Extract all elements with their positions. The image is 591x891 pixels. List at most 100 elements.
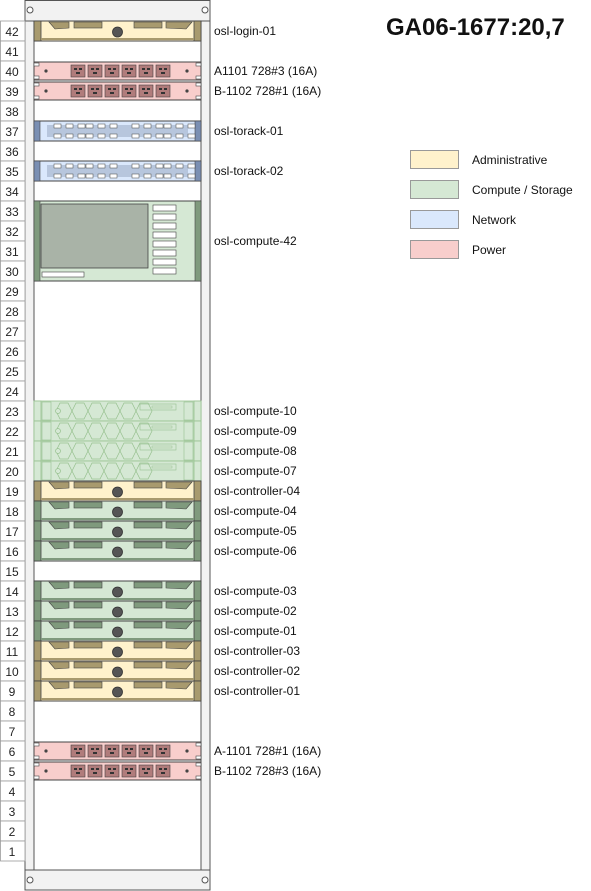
pdu-outlet	[121, 64, 137, 78]
rack-device	[33, 440, 202, 462]
device-ear-right	[193, 500, 202, 522]
power-button	[112, 686, 123, 698]
bezel-segment	[48, 681, 70, 690]
rack-device	[33, 400, 202, 422]
device-ear-left	[33, 640, 42, 662]
bezel-bottom	[41, 498, 194, 500]
bezel-bottom	[41, 638, 194, 640]
outlet-pin	[147, 68, 150, 70]
switch-port	[143, 173, 152, 179]
rack-device	[33, 200, 202, 282]
outlet-pin	[144, 772, 148, 774]
device-ear-right	[193, 520, 202, 542]
bezel-segment	[133, 601, 163, 609]
status-bar	[41, 271, 85, 278]
unit-number: 13	[5, 605, 19, 619]
bezel-segment	[48, 581, 70, 590]
unit-number: 31	[5, 245, 19, 259]
unit-number: 21	[5, 445, 19, 459]
outlet-pin	[164, 768, 167, 770]
outlet-pin	[110, 772, 114, 774]
pdu-outlet	[138, 744, 154, 758]
legend-item-compute: Compute / Storage	[410, 180, 590, 200]
rack-device	[33, 61, 202, 81]
power-button	[112, 526, 123, 538]
outlet-pin	[125, 88, 128, 90]
handle-left	[41, 441, 52, 461]
device-ear-left	[33, 440, 42, 462]
device-label: osl-controller-03	[214, 644, 300, 658]
legend-label-administrative: Administrative	[472, 153, 548, 167]
unit-number: 33	[5, 205, 19, 219]
switch-port	[77, 173, 86, 179]
device-label: osl-compute-10	[214, 404, 297, 418]
unit-number: 35	[5, 165, 19, 179]
bezel-segment	[133, 541, 163, 549]
pdu-led	[44, 69, 48, 73]
switch-port	[109, 123, 118, 129]
unit-number: 28	[5, 305, 19, 319]
switch-port	[131, 133, 140, 139]
outlet-pin	[108, 68, 111, 70]
outlet-pin	[113, 768, 116, 770]
outlet-pin	[127, 772, 131, 774]
switch-port	[65, 173, 74, 179]
unit-number: 41	[5, 45, 19, 59]
bezel-bottom	[41, 598, 194, 600]
bezel-segment	[133, 21, 163, 29]
legend-item-network: Network	[410, 210, 590, 230]
unit-number: 11	[6, 645, 19, 659]
drive-bay	[152, 204, 177, 212]
pdu-led	[185, 769, 189, 773]
unit-number: 17	[5, 525, 19, 539]
rack-device	[33, 540, 202, 562]
bezel-segment	[133, 521, 163, 529]
bezel-bottom	[41, 558, 194, 560]
device-ear-left	[33, 580, 42, 602]
switch-port	[187, 173, 196, 179]
pdu-outlet	[87, 764, 103, 778]
bezel-segment	[73, 661, 103, 669]
outlet-pin	[164, 88, 167, 90]
device-label: osl-compute-09	[214, 424, 297, 438]
pdu-outlet	[70, 764, 86, 778]
bezel-bottom	[41, 618, 194, 620]
handle-right	[183, 441, 194, 461]
rack-device	[33, 761, 202, 781]
hex-pattern	[135, 422, 153, 440]
bezel-bottom	[41, 658, 194, 660]
outlet-pin	[113, 88, 116, 90]
device-label: osl-compute-42	[214, 234, 297, 248]
power-button	[112, 626, 123, 638]
outlet-pin	[147, 748, 150, 750]
rack-rail-left	[24, 20, 35, 871]
outlet-pin	[79, 88, 82, 90]
bezel-segment	[73, 481, 103, 489]
handle-left	[41, 421, 52, 441]
legend-swatch-network	[410, 210, 459, 229]
outlet-pin	[144, 92, 148, 94]
power-button	[112, 26, 123, 38]
rack-device	[33, 580, 202, 602]
device-ear-left	[33, 400, 42, 422]
rack-screw-hole	[26, 876, 34, 884]
unit-number: 8	[9, 705, 16, 719]
pdu-led	[185, 749, 189, 753]
device-ear-left	[33, 420, 42, 442]
unit-number-column: 4241403938373635343332313029282726252423…	[0, 20, 26, 862]
rack-device	[33, 741, 202, 761]
outlet-pin	[96, 748, 99, 750]
device-ear-right	[193, 480, 202, 502]
unit-number: 20	[5, 465, 19, 479]
outlet-pin	[110, 72, 114, 74]
device-ear-left	[33, 660, 42, 682]
unit-number: 23	[5, 405, 19, 419]
drive-bay	[152, 213, 177, 221]
bezel-segment	[73, 581, 103, 589]
unit-number: 34	[5, 185, 19, 199]
outlet-pin	[79, 768, 82, 770]
device-label: A1101 728#3 (16A)	[214, 64, 317, 78]
switch-port	[53, 173, 62, 179]
mount-tab	[195, 762, 202, 767]
